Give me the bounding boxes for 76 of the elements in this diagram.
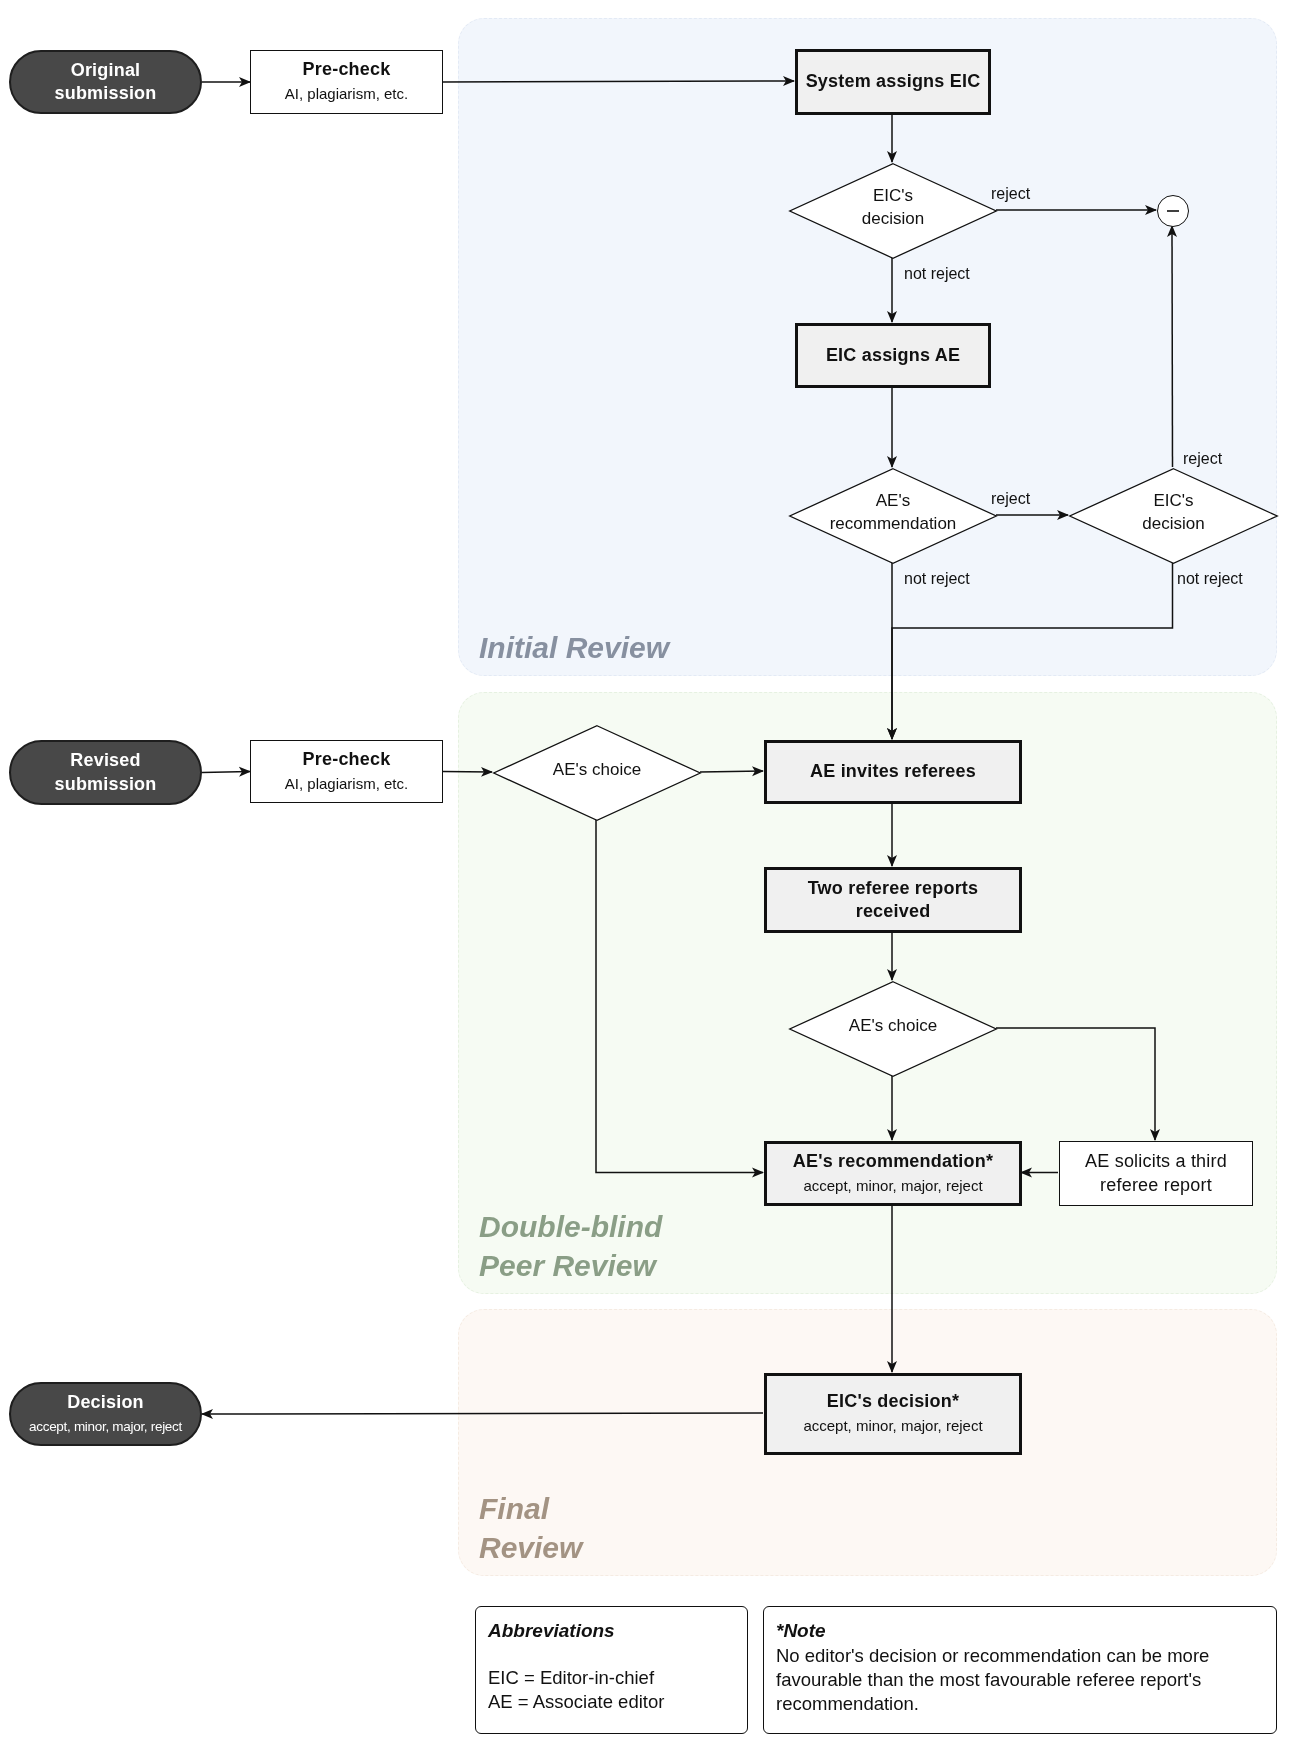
arrow xyxy=(201,766,251,777)
arrow xyxy=(1020,1167,1059,1178)
box-title: Two referee reports received xyxy=(806,876,980,923)
diamond-label: AE's choice xyxy=(848,1014,938,1037)
box-subtitle: accept, minor, major, reject xyxy=(29,1417,182,1436)
diamond-label: EIC's decision xyxy=(860,185,926,230)
box-subtitle: accept, minor, major, reject xyxy=(803,1175,983,1196)
process-box xyxy=(795,323,991,388)
decision-diamond xyxy=(493,725,701,821)
box-title: AE invites referees xyxy=(810,760,976,784)
note-box xyxy=(763,1606,1277,1734)
box-title: EIC assigns AE xyxy=(825,343,961,367)
arrow xyxy=(595,819,764,1178)
box-title: Revised submission xyxy=(53,749,158,796)
arrow xyxy=(201,1409,764,1419)
arrow xyxy=(887,802,897,867)
box-title: Decision xyxy=(67,1391,144,1415)
process-box xyxy=(764,1141,1022,1206)
box-title: System assigns EIC xyxy=(805,70,981,94)
box-title: AE solicits a third referee report xyxy=(1084,1150,1228,1197)
arrow xyxy=(201,77,251,87)
phase-band xyxy=(458,18,1277,676)
edge-label: not reject xyxy=(904,264,970,284)
diamond-label: AE's choice xyxy=(552,758,642,781)
process-box xyxy=(764,740,1022,804)
box-title: AE's recommendation* xyxy=(792,1149,994,1173)
arrow xyxy=(887,931,897,981)
edge-label: reject xyxy=(991,489,1031,509)
process-box xyxy=(795,49,991,115)
phase-label: Final Review xyxy=(479,1491,585,1566)
terminal-pill xyxy=(9,1382,202,1446)
box-title: Pre-check xyxy=(302,58,391,82)
arrow xyxy=(1167,225,1177,468)
phase-band xyxy=(458,692,1277,1294)
note-heading: *Note xyxy=(776,1619,826,1643)
diamond-label: AE's recommendation xyxy=(828,490,958,535)
note-text: AE = Associate editor xyxy=(488,1689,665,1714)
process-box xyxy=(250,740,443,803)
edge-label: not reject xyxy=(904,569,970,589)
decision-diamond xyxy=(1069,468,1278,564)
arrow xyxy=(995,510,1069,520)
edge-label: not reject xyxy=(1177,569,1243,589)
process-box xyxy=(250,50,443,114)
arrow xyxy=(887,562,1174,740)
box-title: EIC's decision* xyxy=(826,1390,960,1414)
terminal-pill xyxy=(9,50,202,114)
arrow xyxy=(995,205,1157,215)
process-box xyxy=(1059,1141,1253,1206)
arrow xyxy=(699,766,764,777)
edge-label: reject xyxy=(991,184,1031,204)
decision-diamond xyxy=(789,981,997,1077)
arrow xyxy=(887,1075,897,1141)
diamond-label: EIC's decision xyxy=(1141,490,1206,535)
end-circle xyxy=(1157,195,1189,227)
phase-band xyxy=(458,1309,1277,1576)
box-title: Pre-check xyxy=(302,747,391,771)
note-box xyxy=(475,1606,748,1734)
phase-label: Initial Review xyxy=(479,629,672,666)
edge-label: reject xyxy=(1183,449,1223,469)
process-box xyxy=(764,1373,1022,1455)
arrow xyxy=(887,257,897,323)
box-subtitle: accept, minor, major, reject xyxy=(803,1416,983,1437)
arrow xyxy=(442,766,493,777)
note-text: EIC = Editor-in-chief xyxy=(488,1665,655,1690)
note-heading: Abbreviations xyxy=(488,1619,615,1643)
arrow xyxy=(995,1027,1160,1141)
phase-label: Double-blind Peer Review xyxy=(479,1209,664,1284)
box-subtitle: AI, plagiarism, etc. xyxy=(284,773,409,794)
box-subtitle: AI, plagiarism, etc. xyxy=(284,84,409,105)
arrow xyxy=(442,76,795,87)
arrow xyxy=(887,386,897,468)
arrow xyxy=(887,1204,897,1373)
arrow xyxy=(887,113,897,163)
note-text: No editor's decision or recommendation can be more favourable than the most favourable referee report's recommendation. xyxy=(776,1643,1211,1716)
process-box xyxy=(764,867,1022,933)
box-title: Original submission xyxy=(53,58,158,105)
